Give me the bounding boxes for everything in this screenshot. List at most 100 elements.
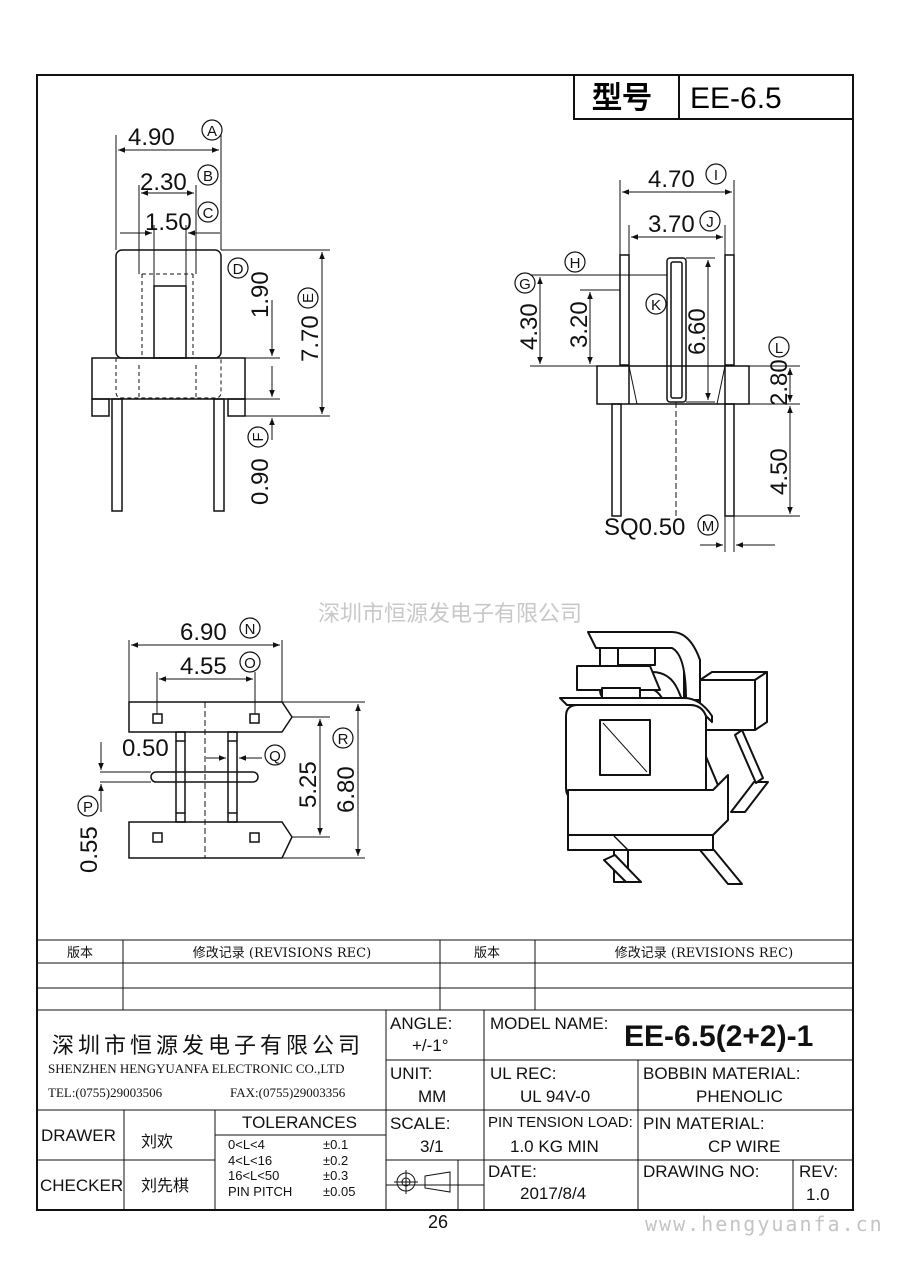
dim-P-marker bbox=[77, 795, 99, 817]
tolerance-row: 4<L<16±0.2 bbox=[228, 1152, 349, 1168]
dim-M-value: SQ0.50 bbox=[604, 514, 685, 541]
dim-R-letter: R bbox=[338, 731, 349, 748]
dim-O-value: 4.55 bbox=[180, 653, 227, 680]
model-header-value: EE-6.5 bbox=[690, 82, 782, 115]
date-value: 2017/8/4 bbox=[520, 1184, 587, 1203]
revision-table-header: 版本 修改记录 (REVISIONS REC) 版本 修改记录 (REVISIO… bbox=[67, 946, 793, 961]
dim-C-letter: C bbox=[203, 205, 214, 222]
dim-I-value: 4.70 bbox=[648, 166, 695, 193]
bottom-view bbox=[128, 701, 293, 859]
tolerance-row: PIN PITCH±0.05 bbox=[228, 1183, 356, 1199]
dim-E-marker bbox=[297, 287, 319, 309]
model-name-value: EE-6.5(2+2)-1 bbox=[624, 1020, 814, 1053]
dim-Q2-value: 5.25 bbox=[295, 761, 322, 808]
model-header-label: 型号 bbox=[592, 81, 652, 116]
model-name-label: MODEL NAME: bbox=[490, 1014, 609, 1033]
dim-F-marker bbox=[247, 426, 269, 448]
unit-label: UNIT: bbox=[390, 1064, 433, 1083]
pin-material-value: CP WIRE bbox=[708, 1137, 781, 1156]
checker-label: CHECKER bbox=[40, 1176, 124, 1195]
dim-Q-value: 0.50 bbox=[122, 735, 169, 762]
dim-J-value: 3.70 bbox=[648, 211, 695, 238]
date-label: DATE: bbox=[488, 1162, 537, 1181]
watermark-company: 深圳市恒源发电子有限公司 bbox=[318, 602, 582, 627]
dim-P-value: 0.55 bbox=[76, 826, 103, 873]
drawing-no-label: DRAWING NO: bbox=[643, 1162, 760, 1181]
company-name-en: SHENZHEN HENGYUANFA ELECTRONIC CO.,LTD bbox=[48, 1061, 345, 1076]
title-block-grid bbox=[37, 1010, 853, 1210]
checker-value: 刘先棋 bbox=[141, 1176, 190, 1195]
dim-H-letter: H bbox=[570, 255, 581, 272]
company-tel: TEL:(0755)29003506 bbox=[48, 1085, 163, 1100]
dim-M-marker bbox=[697, 514, 719, 536]
dim-G-value: 4.30 bbox=[516, 303, 543, 350]
ul-rec-value: UL 94V-0 bbox=[520, 1087, 591, 1106]
front-view-dims bbox=[115, 135, 330, 440]
dim-A-marker bbox=[201, 119, 223, 141]
dim-L-marker bbox=[768, 336, 790, 358]
dim-H-marker bbox=[564, 251, 586, 273]
angle-label: ANGLE: bbox=[390, 1014, 453, 1033]
page-number: 26 bbox=[428, 1212, 449, 1232]
isometric-view bbox=[559, 631, 769, 885]
dim-L-letter: L bbox=[775, 340, 783, 357]
rev-label: REV: bbox=[799, 1162, 839, 1181]
dim-R-value: 6.80 bbox=[333, 766, 360, 813]
dim-B-letter: B bbox=[203, 168, 213, 185]
tolerances-label: TOLERANCES bbox=[242, 1113, 357, 1132]
dim-E-letter: E bbox=[300, 293, 317, 303]
revision-table bbox=[37, 939, 853, 1011]
dim-F-letter: F bbox=[250, 432, 267, 441]
side-view-labels: 4.70 I 3.70 J G H 4.30 3.20 K 6.60 L 2.8… bbox=[514, 163, 793, 541]
dim-G-marker bbox=[514, 272, 536, 294]
rev-col-version-1: 版本 bbox=[67, 946, 93, 961]
dim-A-letter: A bbox=[207, 123, 217, 140]
tolerance-row: 0<L<4±0.1 bbox=[228, 1137, 349, 1152]
dim-A-value: 4.90 bbox=[128, 124, 175, 151]
front-view bbox=[91, 249, 246, 512]
dim-G-letter: G bbox=[519, 276, 531, 293]
dim-D-marker bbox=[227, 257, 249, 279]
scale-value: 3/1 bbox=[420, 1137, 444, 1156]
projection-symbol-icon bbox=[394, 1170, 451, 1194]
dim-R-marker bbox=[332, 727, 354, 749]
dim-I-marker bbox=[705, 163, 727, 185]
dim-K-letter: K bbox=[651, 297, 661, 314]
rev-value: 1.0 bbox=[806, 1185, 830, 1204]
dim-N-marker bbox=[239, 617, 261, 639]
dim-I-letter: I bbox=[714, 167, 718, 184]
dim-B-value: 2.30 bbox=[140, 169, 187, 196]
dim-N-letter: N bbox=[245, 621, 256, 638]
ul-rec-label: UL REC: bbox=[490, 1064, 557, 1083]
angle-value: +/-1° bbox=[412, 1036, 449, 1055]
bottom-view-dims bbox=[98, 640, 365, 859]
dim-M-letter: M bbox=[702, 518, 715, 535]
dim-F-value: 0.90 bbox=[247, 458, 274, 505]
dim-C-marker bbox=[197, 201, 219, 223]
dim-O-marker bbox=[239, 651, 261, 673]
dim-C-value: 1.50 bbox=[145, 209, 192, 236]
tolerance-row: 16<L<50±0.3 bbox=[228, 1168, 349, 1183]
side-view bbox=[596, 254, 750, 520]
bobbin-material-value: PHENOLIC bbox=[696, 1087, 783, 1106]
drawer-value: 刘欢 bbox=[141, 1132, 174, 1151]
dim-D-value: 1.90 bbox=[247, 271, 274, 318]
bobbin-material-label: BOBBIN MATERIAL: bbox=[643, 1064, 801, 1083]
company-fax: FAX:(0755)29003356 bbox=[230, 1085, 346, 1100]
front-view-labels: 4.90 A 2.30 B 1.50 C D 1.90 7.70 E F 0.9… bbox=[128, 119, 324, 505]
scale-label: SCALE: bbox=[390, 1114, 451, 1133]
dim-L-value: 2.80 bbox=[766, 359, 793, 406]
dim-J-marker bbox=[699, 210, 721, 232]
dim-L2-value: 4.50 bbox=[766, 448, 793, 495]
bottom-view-labels: 6.90 N 4.55 O 0.50 Q 5.25 R 6.80 P 0.55 bbox=[76, 617, 360, 873]
rev-col-record-1: 修改记录 (REVISIONS REC) bbox=[193, 946, 371, 961]
dim-J-letter: J bbox=[706, 214, 714, 231]
tolerances-list: 0<L<4±0.1 4<L<16±0.2 16<L<50±0.3 PIN PIT… bbox=[228, 1137, 378, 1199]
pin-tension-label: PIN TENSION LOAD: bbox=[488, 1114, 633, 1131]
dim-O-letter: O bbox=[244, 655, 256, 672]
rev-col-record-2: 修改记录 (REVISIONS REC) bbox=[615, 946, 793, 961]
model-header: 型号 EE-6.5 bbox=[573, 74, 854, 120]
dim-K-marker bbox=[645, 293, 667, 315]
footer-url: www.hengyuanfa.cn bbox=[645, 1212, 884, 1236]
